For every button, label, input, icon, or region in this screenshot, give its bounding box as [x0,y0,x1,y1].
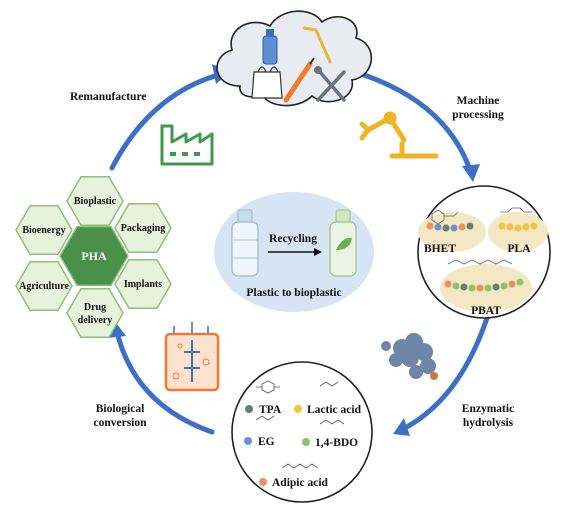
hex-agriculture-label: Agriculture [19,281,69,292]
hex-pha-center [59,225,129,287]
arrow-enzymatic-hydrolysis [402,315,490,431]
pha-labels: Bioplastic Packaging Bioenergy PHA Agric… [19,196,165,326]
bioreactor-icon [164,322,220,392]
bdo-label: 1,4-BDO [315,437,358,449]
arrowhead-machine-processing [462,164,480,182]
pen-icon [283,57,315,103]
monomer-bdo: 1,4-BDO [302,437,358,449]
label-machine-line1: Machine [457,95,500,107]
hex-implants-label: Implants [124,279,162,290]
bhet-label: BHET [424,243,456,255]
adipic-acid-dot [259,478,267,486]
arrowhead-enzymatic-hydrolysis [393,418,410,436]
center-recycling-panel: Recycling Plastic to bioplastic [214,192,374,312]
center-caption: Plastic to bioplastic [246,287,341,299]
green-bottle-icon [329,209,357,277]
pla-label: PLA [508,243,532,255]
factory-icon [160,124,214,166]
hex-drug-line2-label: delivery [78,315,112,326]
arrow-remanufacture [109,72,221,171]
label-biological-line1: Biological [96,403,145,415]
lactic-acid-label: Lactic acid [307,404,362,416]
enzyme-protein-icon [381,333,438,380]
monomer-adipic-acid: Adipic acid [259,477,329,489]
pla-beads [498,222,538,232]
monomer-tpa: TPA [245,404,282,416]
pbat-beads [444,278,524,292]
monomers-circle [231,361,373,503]
monomer-structures [255,380,345,469]
hex-drug-line1-label: Drug [84,302,106,313]
plastic-bag-icon [251,66,283,99]
hex-agriculture [15,261,73,311]
polymers-panel: BHET PLA PBAT [417,185,551,319]
monomer-eg: EG [244,436,275,448]
label-biological-line2: conversion [93,417,147,429]
pha-hexagon-cluster [15,176,172,338]
tpa-label: TPA [259,404,282,416]
cycle-arrows [109,69,490,435]
eg-dot [244,437,252,445]
hex-bioenergy-label: Bioenergy [22,225,65,236]
straw-icon [302,26,332,64]
hex-packaging-label: Packaging [121,223,165,234]
adipic-acid-label: Adipic acid [272,477,329,489]
label-enzymatic-line2: hydrolysis [463,417,514,429]
hex-drug-delivery [66,288,124,338]
robot-arm-icon [359,111,439,159]
label-enzymatic-line1: Enzymatic [462,403,514,415]
monomer-lactic-acid: Lactic acid [294,404,362,416]
pla-structure [500,207,532,213]
monomer-legend: TPA Lactic acid EG 1,4-BDO Adipic acid [244,404,362,489]
plastic-waste-cloud [216,10,373,107]
bottle-icon [262,29,278,65]
cutlery-icon [314,66,346,102]
pbat-label: PBAT [471,305,501,317]
hex-bioplastic-label: Bioplastic [74,196,117,207]
arrow-machine-processing [352,69,473,173]
hex-bioplastic [66,176,124,226]
hex-bioenergy [15,205,73,255]
monomers-panel: TPA Lactic acid EG 1,4-BDO Adipic acid [231,361,373,503]
hex-implants [114,259,172,309]
recycling-label: Recycling [269,233,317,245]
bdo-dot [302,438,310,446]
bhet-structure [431,209,459,225]
eg-label: EG [258,436,275,448]
bhet-beads [426,222,474,232]
hex-packaging [114,203,172,253]
lactic-acid-dot [294,405,302,413]
clear-bottle-icon [231,209,259,277]
hex-pha-label: PHA [81,249,107,263]
tpa-dot [245,405,253,413]
pbat-structure [447,259,513,265]
arrow-biological-conversion [114,329,215,435]
pla-blob [488,212,548,252]
leaf-icon [336,237,352,250]
label-machine-line2: processing [452,109,504,121]
label-remanufacture: Remanufacture [70,91,146,103]
